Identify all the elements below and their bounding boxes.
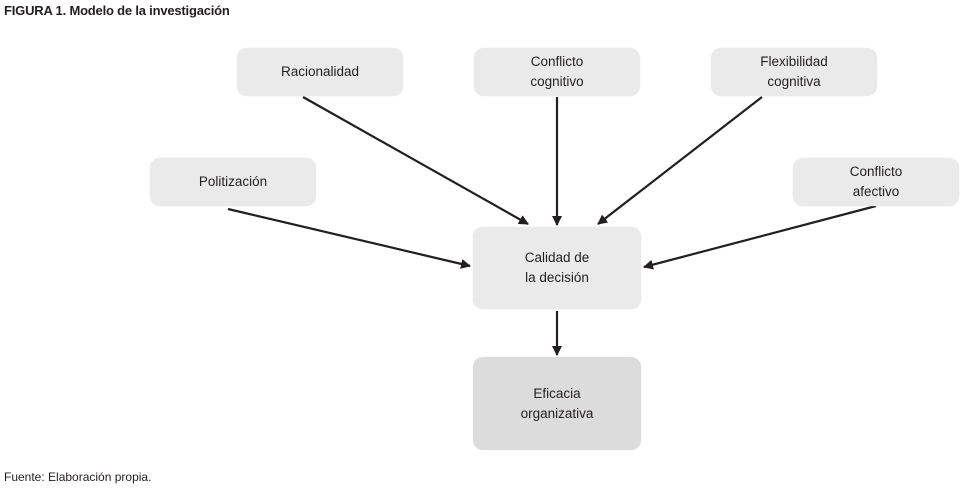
node-politizacion: Politización — [150, 158, 316, 206]
node-label: Conflicto cognitivo — [530, 54, 584, 89]
node-calidad-decision: Calidad de la decisión — [473, 227, 641, 309]
figure-source: Fuente: Elaboración propia. — [4, 470, 152, 484]
figure-title: FIGURA 1. Modelo de la investigación — [4, 3, 230, 18]
node-label: Politización — [198, 174, 268, 189]
edge-flexibilidad-to-calidad — [597, 96, 763, 225]
edge-conflicto-afectivo-to-calidad — [643, 204, 877, 270]
node-conflicto-afectivo: Conflicto afectivo — [793, 158, 959, 206]
node-eficacia-organizativa: Eficacia organizativa — [473, 357, 641, 450]
figure-title-text: Modelo de la investigación — [69, 3, 230, 18]
node-racionalidad: Racionalidad — [237, 48, 403, 96]
edge-racionalidad-to-calidad — [302, 96, 529, 225]
node-label: Eficacia organizativa — [520, 385, 594, 421]
node-label: Calidad de la decisión — [524, 250, 590, 285]
figure-label: FIGURA 1. — [4, 3, 67, 18]
edge-politizacion-to-calidad — [227, 207, 471, 269]
node-flexibilidad-cognitiva: Flexibilidad cognitiva — [711, 48, 877, 96]
node-label: Racionalidad — [280, 64, 360, 79]
node-label: Flexibilidad cognitiva — [760, 54, 828, 89]
node-label: Conflicto afectivo — [849, 164, 903, 199]
node-conflicto-cognitivo: Conflicto cognitivo — [474, 48, 640, 96]
